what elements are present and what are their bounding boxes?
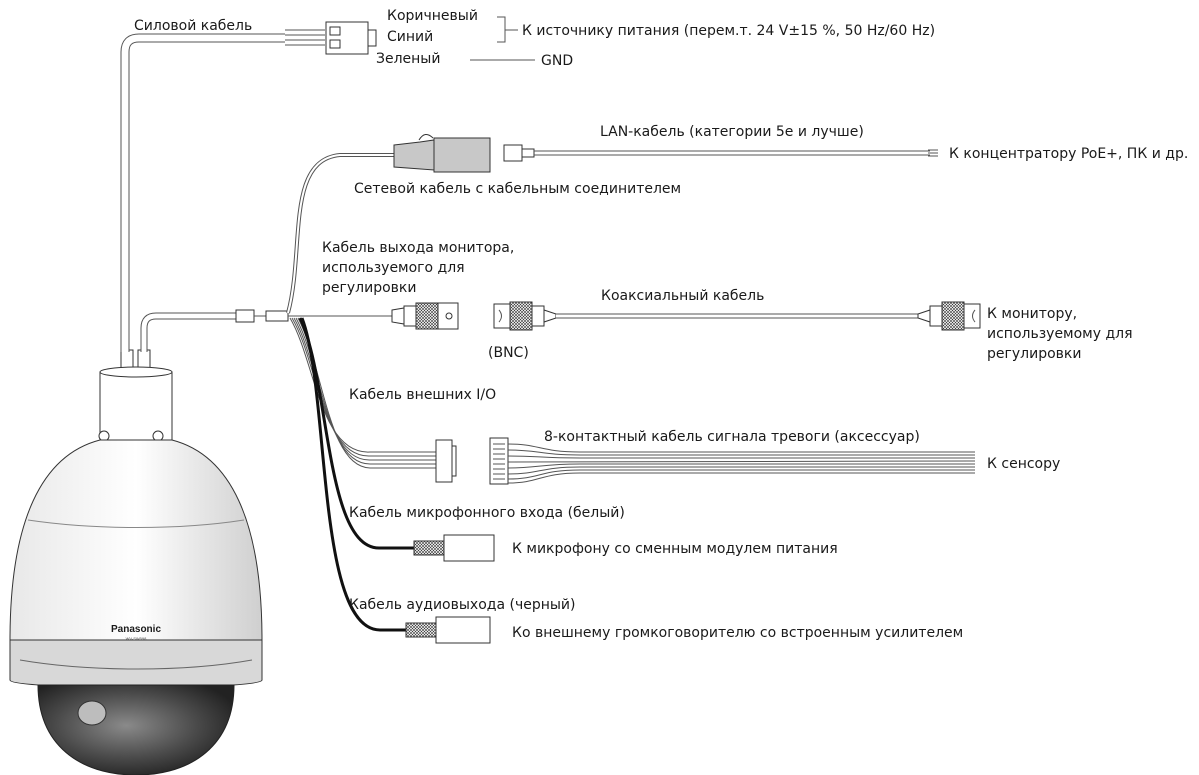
label-to-monitor-2: используемому для (987, 326, 1133, 342)
label-to-mic: К микрофону со сменным модулем питания (512, 541, 838, 557)
label-alarm-cable: 8-контактный кабель сигнала тревоги (акс… (544, 429, 920, 445)
alarm-wires (507, 443, 975, 453)
label-monitor-out-2: используемого для (322, 260, 465, 276)
label-blue: Синий (387, 29, 433, 45)
housing-seam (27, 519, 245, 528)
label-network-cable: Сетевой кабель с кабельным соединителем (354, 181, 681, 197)
audio-output-group (300, 317, 491, 644)
label-to-monitor-3: регулировки (987, 346, 1081, 362)
label-to-hub: К концентратору PoE+, ПК и др. (949, 146, 1188, 162)
label-bnc: (BNC) (488, 345, 529, 361)
label-green: Зеленый (376, 51, 440, 67)
camera-bubble (37, 684, 235, 775)
ring-seam (19, 659, 253, 670)
dome-housing (9, 439, 263, 641)
network-cable-coupler (433, 137, 491, 173)
label-power-cable: Силовой кабель (134, 18, 252, 34)
network-cable-group (286, 134, 938, 314)
signal-trunk (140, 309, 289, 352)
label-to-speaker: Ко внешнему громкоговорителю со встроенн… (512, 625, 963, 641)
label-ext-io: Кабель внешних I/O (349, 387, 496, 403)
label-coax-cable: Коаксиальный кабель (601, 288, 764, 304)
label-monitor-out-1: Кабель выхода монитора, (322, 240, 514, 256)
label-brown: Коричневый (387, 8, 478, 24)
audio-out-cable (300, 317, 406, 632)
audio-jack-strain-relief (405, 622, 437, 638)
lan-plug (503, 144, 523, 162)
external-io-group (289, 317, 976, 485)
lens-icon (77, 700, 107, 726)
power-cable (120, 33, 285, 352)
brown-blue-bracket (497, 16, 518, 43)
power-cable-group (120, 16, 535, 352)
trunk-splitter (265, 310, 289, 322)
label-gnd: GND (541, 53, 573, 69)
io-connector-socket (435, 439, 453, 483)
alarm-cable-plug (489, 437, 509, 485)
bnc-plug-right (941, 301, 965, 331)
power-wires (285, 29, 325, 46)
labels: Силовой кабель Коричневый Синий Зеленый … (134, 8, 1188, 641)
mic-jack-strain-relief (413, 540, 445, 556)
model-label: WV-SW598 (126, 636, 147, 641)
brand-logo: Panasonic (111, 624, 161, 635)
dome-camera: Panasonic WV-SW598 (9, 349, 263, 775)
label-audio-out: Кабель аудиовыхода (черный) (349, 597, 576, 613)
label-lan-cable: LAN-кабель (категории 5е и лучше) (600, 124, 864, 140)
label-to-monitor-1: К монитору, (987, 306, 1077, 322)
monitor-cable-group (288, 301, 981, 331)
label-monitor-out-3: регулировки (322, 280, 416, 296)
mic-jack (443, 534, 495, 562)
bnc-jack-knurl (415, 302, 439, 330)
rj45-boot (393, 139, 435, 171)
mount-column (99, 371, 173, 441)
label-to-sensor: К сенсору (987, 456, 1060, 472)
lan-cable (534, 150, 930, 156)
label-mic-in: Кабель микрофонного входа (белый) (349, 505, 625, 521)
trunk-clip (235, 309, 255, 323)
mount-top (99, 366, 173, 378)
label-to-power: К источнику питания (перем.т. 24 V±15 %,… (522, 23, 935, 39)
mic-input-group (298, 317, 495, 562)
audio-jack (435, 616, 491, 644)
